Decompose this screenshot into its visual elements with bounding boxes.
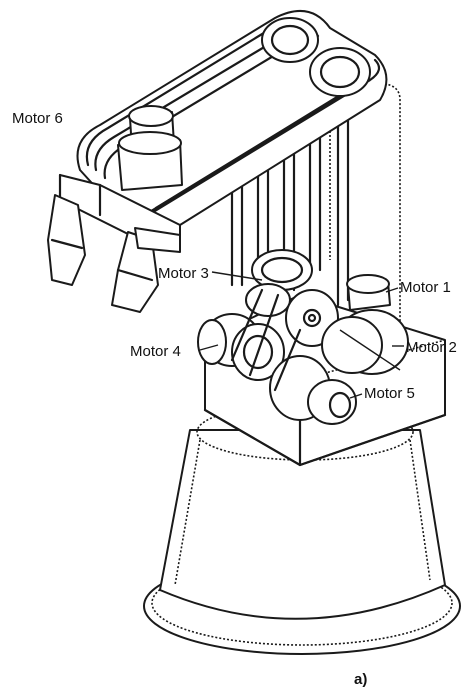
gripper	[47, 173, 181, 313]
figure-caption: a)	[354, 671, 367, 688]
motor-5	[269, 355, 357, 425]
motor-3-pulley	[245, 249, 313, 317]
motor-1-label: Motor 1	[400, 279, 451, 296]
motor-6-label: Motor 6	[12, 110, 63, 127]
motor-6-cylinder	[117, 105, 183, 191]
motor-2	[321, 309, 409, 375]
motor-5-label: Motor 5	[364, 385, 415, 402]
motor-2-label: Motor 2	[406, 339, 457, 356]
motor-1	[346, 274, 391, 311]
robot-base	[143, 403, 461, 655]
motor-assembly	[197, 249, 409, 425]
motor-4-label: Motor 4	[130, 343, 181, 360]
leader-lines	[199, 271, 404, 399]
motor-3-label: Motor 3	[158, 265, 209, 282]
